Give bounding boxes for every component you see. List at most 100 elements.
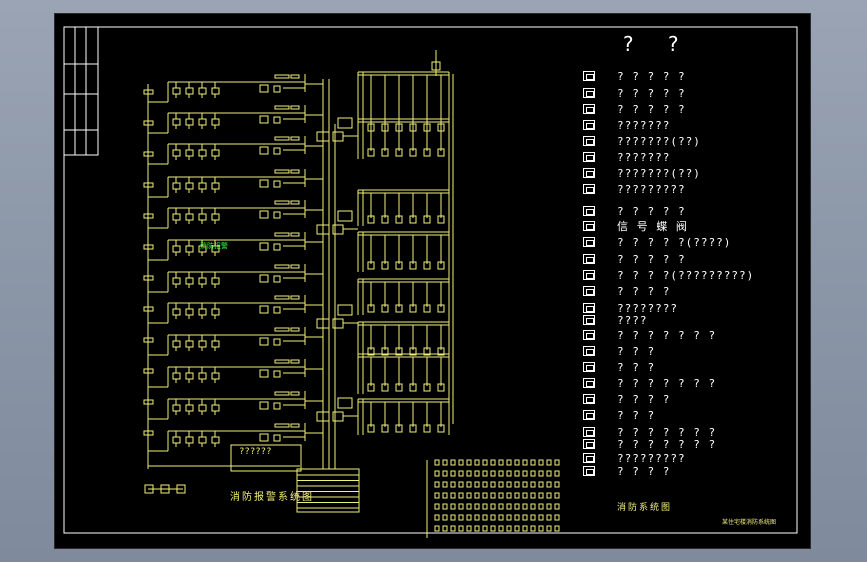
speaker-icon (583, 303, 595, 313)
note-glyph (538, 492, 544, 499)
fire-system-diagram (63, 26, 798, 538)
bus-terminal (143, 430, 154, 436)
legend-text: ? ? ? ? ? ? ? (617, 437, 717, 451)
note-glyph (498, 459, 504, 466)
sprinkler-head (395, 347, 403, 356)
note-glyph (434, 481, 440, 488)
note-glyph (530, 459, 536, 466)
note-glyph (530, 503, 536, 510)
floor-module (259, 242, 269, 251)
floor-module (259, 274, 269, 283)
note-glyph (554, 459, 560, 466)
sprinkler-head (409, 215, 417, 224)
floor-module (259, 305, 269, 314)
device-symbol (172, 436, 181, 444)
device-symbol (185, 308, 194, 316)
note-glyph (546, 503, 552, 510)
note-glyph (498, 503, 504, 510)
note-glyph (442, 459, 448, 466)
device-symbol (211, 308, 220, 316)
legend-item: ? ? ? ? (583, 284, 670, 298)
header-symbol-2: ? (667, 32, 680, 56)
note-glyph (522, 525, 528, 532)
note-glyph (482, 514, 488, 521)
note-glyph (442, 470, 448, 477)
legend-item: ? ? ? ? ? ? ? (583, 425, 716, 439)
note-glyph (498, 525, 504, 532)
note-glyph (538, 525, 544, 532)
floor-branch (148, 74, 323, 103)
sprinkler-head (437, 304, 445, 313)
sprinkler-head (409, 383, 417, 392)
device-symbol (198, 213, 207, 221)
highlight-label: 消防报警 (200, 242, 228, 250)
x-icon (583, 427, 595, 437)
header-symbol-1: ? (622, 32, 635, 56)
legend-text: ? ? ? ?(?????????) (617, 268, 755, 282)
device-symbol (172, 308, 181, 316)
outer-frame (63, 26, 798, 534)
sprinkler-head (437, 347, 445, 356)
floor-module (259, 179, 269, 188)
bus-terminal (143, 399, 154, 405)
note-glyph (466, 525, 472, 532)
note-glyph (530, 525, 536, 532)
device-symbol (172, 213, 181, 221)
sprinkler-head (367, 261, 375, 270)
sprinkler-head (367, 215, 375, 224)
note-glyph (514, 470, 520, 477)
device-symbol (198, 182, 207, 190)
pipe-group (357, 231, 450, 272)
device-symbol (172, 277, 181, 285)
sprinkler-head (437, 215, 445, 224)
legend-text: 信 号 蝶 阀 (617, 220, 688, 233)
device-symbol (211, 213, 220, 221)
device-symbol (185, 118, 194, 126)
pipe-group (357, 118, 450, 159)
note-glyph (506, 470, 512, 477)
legend-text: ??????? (617, 150, 671, 164)
diagram-title: 消防报警系统图 (230, 492, 314, 503)
note-glyph (458, 481, 464, 488)
legend-text: ??????? (617, 118, 671, 132)
note-glyph (522, 481, 528, 488)
bus-terminal (143, 213, 154, 219)
note-glyph (538, 481, 544, 488)
floor-branch (148, 200, 323, 229)
note-glyph (546, 492, 552, 499)
legend-text: ? ? ? ? ? ? ? (617, 425, 717, 439)
sprinkler-head (395, 215, 403, 224)
legend-text: ????????? (617, 451, 686, 465)
sprinkler-head (437, 148, 445, 157)
note-glyph (466, 492, 472, 499)
device-symbol (172, 87, 181, 95)
legend-item: ? ? ? ? ? (583, 86, 686, 100)
legend-text: ? ? ? ? ? ? ? (617, 328, 717, 342)
floor-branch (148, 136, 323, 165)
note-glyph (458, 503, 464, 510)
drawing-viewport[interactable]: ? ? ? ? ? ? ?? ? ? ? ?? ? ? ? ??????????… (54, 13, 811, 549)
note-glyph (554, 503, 560, 510)
bell-icon (583, 254, 595, 264)
floor-branch (148, 359, 323, 388)
note-glyph (554, 525, 560, 532)
legend-text: ???????(??) (617, 166, 701, 180)
sprinkler-head (395, 148, 403, 157)
device-symbol (211, 372, 220, 380)
sprinkler-head (423, 383, 431, 392)
note-glyph (490, 503, 496, 510)
sprinkler-head (423, 261, 431, 270)
legend-item: ? ? ? ? ?(????) (583, 235, 731, 249)
sprinkler-head (395, 304, 403, 313)
note-glyph (442, 514, 448, 521)
floor-branch (148, 232, 323, 261)
device-symbol (198, 118, 207, 126)
note-glyph (506, 503, 512, 510)
floor-branch (148, 423, 323, 452)
device-symbol (211, 340, 220, 348)
note-glyph (458, 492, 464, 499)
note-table (426, 459, 560, 538)
note-glyph (482, 459, 488, 466)
bus-terminal (143, 182, 154, 188)
pipe-group (357, 278, 450, 315)
